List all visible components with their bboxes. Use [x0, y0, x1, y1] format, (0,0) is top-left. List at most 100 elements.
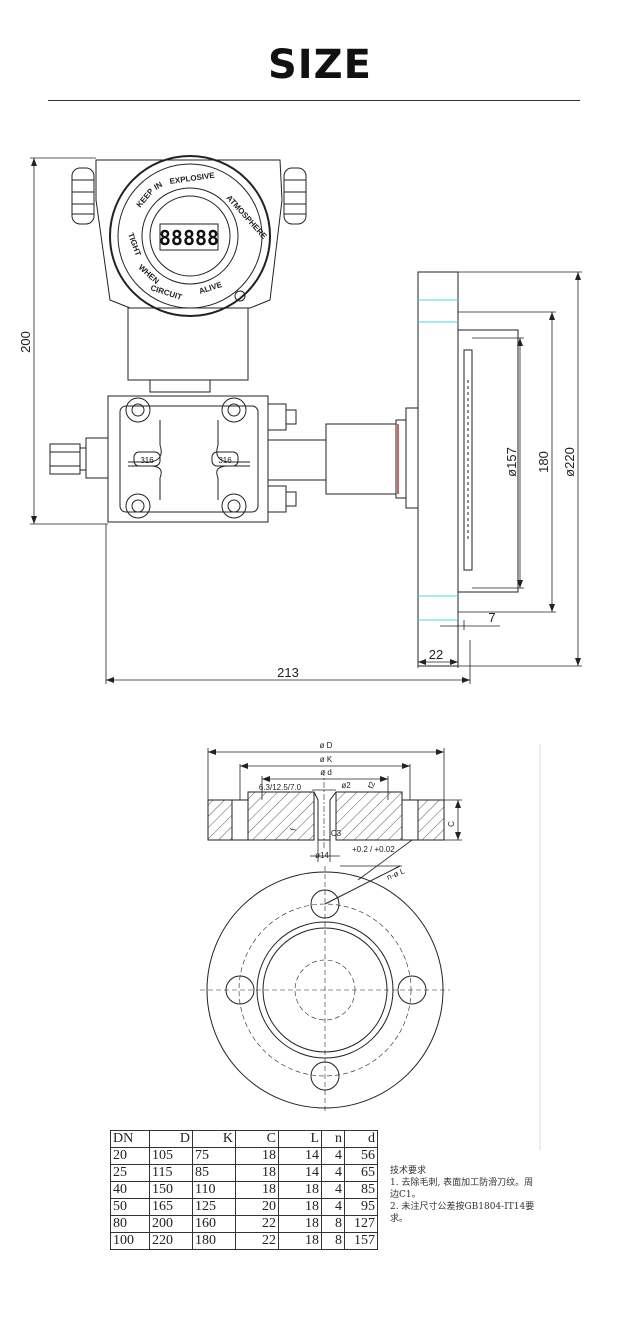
svg-text:ø K: ø K: [320, 755, 333, 764]
table-cell: 20: [235, 1198, 279, 1216]
table-cell: 80: [110, 1215, 150, 1233]
dim-width: 213: [277, 665, 299, 680]
dim-d180: 180: [536, 451, 551, 473]
table-row: 40 150 110 18 18 4 85: [110, 1181, 378, 1199]
table-cell: 18: [235, 1147, 279, 1165]
table-cell: 150: [149, 1181, 193, 1199]
left-gland: [71, 167, 95, 225]
neck: [127, 307, 249, 381]
svg-text:+0.2 / +0.02: +0.2 / +0.02: [352, 845, 395, 854]
table-cell: 14: [278, 1164, 322, 1182]
table-cell: 40: [110, 1181, 150, 1199]
table-cell: 115: [149, 1164, 193, 1182]
lcd-display: [159, 223, 219, 251]
table-cell: 50: [110, 1198, 150, 1216]
page-title: SIZE: [267, 42, 373, 88]
table-header-cell: D: [149, 1130, 193, 1148]
bezel-outer: [109, 155, 271, 317]
table-row: 80 200 160 22 18 8 127: [110, 1215, 378, 1233]
table-cell: 110: [192, 1181, 236, 1199]
notes-title: 技术要求: [390, 1166, 427, 1176]
table-cell: 4: [321, 1164, 345, 1182]
svg-text:IN: IN: [153, 180, 165, 192]
table-cell: 105: [149, 1147, 193, 1165]
table-cell: 18: [278, 1181, 322, 1199]
table-cell: 18: [235, 1181, 279, 1199]
table-cell: 180: [192, 1232, 236, 1250]
table-cell: 100: [110, 1232, 150, 1250]
table-cell: 220: [149, 1232, 193, 1250]
lcd-digits: 88888: [159, 226, 219, 250]
table-header-cell: d: [344, 1130, 378, 1148]
table-cell: 85: [192, 1164, 236, 1182]
svg-text:n-ø L: n-ø L: [385, 866, 406, 882]
table-cell: 157: [344, 1232, 378, 1250]
dim-d157: ø157: [504, 447, 519, 477]
sensor-body: [107, 395, 269, 523]
housing-outline: [95, 159, 283, 309]
svg-text:316: 316: [218, 456, 232, 465]
table-cell: 25: [110, 1164, 150, 1182]
drain-valve: [85, 437, 109, 479]
table-row: 25 115 85 18 14 4 65: [110, 1164, 378, 1182]
table-cell: 160: [192, 1215, 236, 1233]
table-header-cell: C: [235, 1130, 279, 1148]
table-row: 50 165 125 20 18 4 95: [110, 1198, 378, 1216]
table-cell: 56: [344, 1147, 378, 1165]
table-cell: 18: [278, 1232, 322, 1250]
table-cell: 14: [278, 1147, 322, 1165]
svg-text:ø d: ø d: [320, 768, 332, 777]
bezel-inner: [141, 187, 239, 285]
svg-text:C3: C3: [331, 829, 342, 838]
svg-text:6.3/12.5/7.0: 6.3/12.5/7.0: [259, 783, 302, 792]
table-cell: 125: [192, 1198, 236, 1216]
table-cell: 4: [321, 1181, 345, 1199]
table-cell: 8: [321, 1232, 345, 1250]
flange-drawing: ø D ø K ø d ø2 f2 6.3/12.5/7.0 C C3 f ø1…: [200, 741, 541, 1150]
table-cell: 18: [278, 1215, 322, 1233]
table-header-cell: L: [278, 1130, 322, 1148]
dim-face-gap: 7: [488, 610, 495, 625]
table-cell: 4: [321, 1198, 345, 1216]
dim-d220: ø220: [562, 447, 577, 477]
table-header-cell: K: [192, 1130, 236, 1148]
table-cell: 22: [235, 1232, 279, 1250]
table-cell: 75: [192, 1147, 236, 1165]
svg-text:TIGHT: TIGHT: [126, 232, 143, 258]
title-divider: [48, 100, 580, 101]
svg-text:f: f: [289, 827, 298, 832]
svg-text:C: C: [447, 821, 456, 827]
table-cell: 95: [344, 1198, 378, 1216]
table-cell: 20: [110, 1147, 150, 1165]
svg-text:ø D: ø D: [320, 741, 333, 750]
technical-notes: 技术要求 1. 去除毛刺, 表面加工防滑刀纹。周边C1。 2. 未注尺寸公差按G…: [390, 1165, 540, 1225]
table-cell: 22: [235, 1215, 279, 1233]
seal-neck: [325, 423, 397, 495]
table-header-cell: n: [321, 1130, 345, 1148]
table-cell: 165: [149, 1198, 193, 1216]
table-cell: 127: [344, 1215, 378, 1233]
table-row: 20 105 75 18 14 4 56: [110, 1147, 378, 1165]
svg-text:316: 316: [140, 456, 154, 465]
dim-height: 200: [18, 331, 33, 353]
transmitter-drawing: 88888 EXPLOSIVE ATMOSPHERE CIRCUIT ALIVE…: [18, 155, 582, 684]
svg-text:WHEN: WHEN: [137, 263, 161, 286]
table-cell: 200: [149, 1215, 193, 1233]
svg-text:f2: f2: [366, 780, 377, 790]
svg-text:EXPLOSIVE: EXPLOSIVE: [169, 171, 216, 186]
table-row: 100 220 180 22 18 8 157: [110, 1232, 378, 1250]
right-gland: [283, 167, 307, 225]
table-cell: 85: [344, 1181, 378, 1199]
notes-item: 2. 未注尺寸公差按GB1804-IT14要求。: [390, 1202, 535, 1224]
table-cell: 18: [278, 1198, 322, 1216]
flange-spec-table: DN D K C L n d 20 105 75 18 14 4 56 25 1…: [110, 1130, 378, 1250]
table-header-cell: DN: [110, 1130, 150, 1148]
svg-text:ø2: ø2: [341, 781, 351, 790]
table-cell: 4: [321, 1147, 345, 1165]
svg-text:ø14: ø14: [315, 851, 329, 860]
table-cell: 65: [344, 1164, 378, 1182]
dim-flange-thickness: 22: [429, 647, 443, 662]
notes-item: 1. 去除毛刺, 表面加工防滑刀纹。周边C1。: [390, 1178, 534, 1200]
seal-flange: [417, 271, 459, 667]
table-header-row: DN D K C L n d: [110, 1130, 378, 1148]
